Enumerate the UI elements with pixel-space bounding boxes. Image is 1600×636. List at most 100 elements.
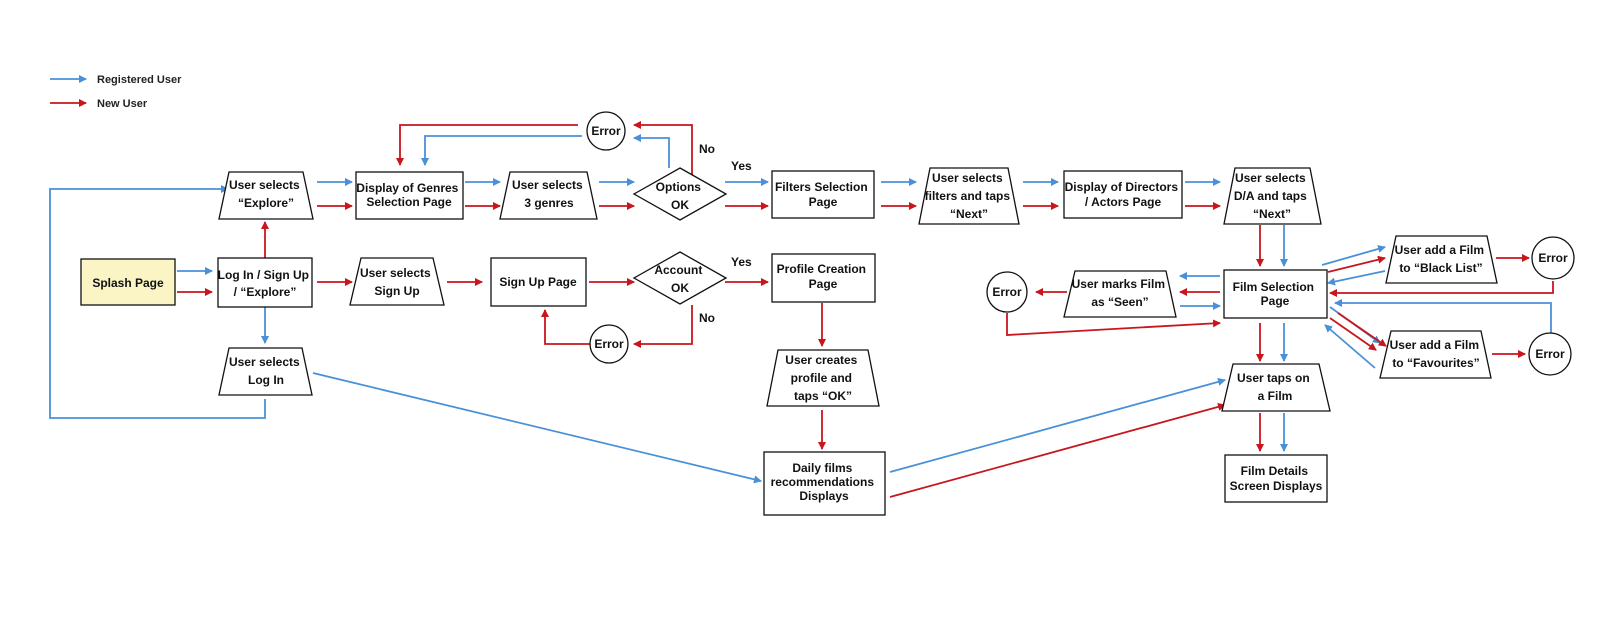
node-user-taps-film[interactable]: User taps on a Film xyxy=(1221,363,1331,412)
svg-text:Display of Genres Sele: Display of Genres Selection Page xyxy=(356,181,461,209)
edge-daily-tapsfilm-registered xyxy=(889,377,1226,473)
node-text: Error xyxy=(992,285,1022,299)
edge-daily-tapsfilm-new xyxy=(889,402,1226,498)
node-text: Sign Up Page xyxy=(499,275,577,289)
node-text: User add a Film xyxy=(1395,243,1484,257)
legend: Registered User New User xyxy=(50,74,182,110)
edge-label-options-yes: Yes xyxy=(731,159,752,173)
node-text: D/A and taps xyxy=(1234,189,1307,203)
node-error-seen[interactable]: Error xyxy=(986,271,1028,313)
node-text: Error xyxy=(591,124,621,138)
nodes: Splash Page Log In / Sign Up / “Explore”… xyxy=(80,111,1575,516)
node-user-marks-seen[interactable]: User marks Film as “Seen” xyxy=(1063,270,1177,318)
edge-label-account-no: No xyxy=(699,311,715,325)
node-user-add-blacklist[interactable]: User add a Film to “Black List” xyxy=(1385,235,1498,284)
edge-account-error xyxy=(633,305,693,348)
node-text: Profile Creation xyxy=(777,262,866,276)
node-daily-films-recommendations[interactable]: Daily films recommendations Displays xyxy=(763,451,886,516)
node-text: Screen Displays xyxy=(1230,479,1323,493)
node-text: Display of Genres xyxy=(356,181,458,195)
node-text: User creates xyxy=(785,353,857,367)
svg-text:User selects Sign Up: User selects Sign Up xyxy=(360,266,434,298)
node-user-selects-signup[interactable]: User selects Sign Up xyxy=(349,257,445,306)
node-text: Page xyxy=(809,195,838,209)
node-error-favourites[interactable]: Error xyxy=(1528,332,1572,376)
svg-text:Error: Error xyxy=(1535,347,1565,361)
node-text: Daily films xyxy=(792,461,852,475)
node-text: Splash Page xyxy=(92,276,164,290)
node-text: Film Selection xyxy=(1233,280,1314,294)
edge-error-genres-registered xyxy=(421,135,582,166)
node-text: Selection Page xyxy=(366,195,452,209)
svg-text:Film Selection Page: Film Selection Page xyxy=(1233,280,1318,308)
edge-error-signuppage xyxy=(541,309,590,345)
node-filters-selection-page[interactable]: Filters Selection Page xyxy=(771,170,875,219)
svg-text:Display of Directors /: Display of Directors / Actors Page xyxy=(1065,180,1182,209)
node-error-account[interactable]: Error xyxy=(589,324,629,364)
svg-text:User taps on a Film: User taps on a Film xyxy=(1237,371,1313,403)
svg-text:Options OK: Options OK xyxy=(656,180,705,212)
svg-text:Error: Error xyxy=(992,285,1022,299)
node-login-signup[interactable]: Log In / Sign Up / “Explore” xyxy=(217,257,313,308)
node-user-selects-login[interactable]: User selects Log In xyxy=(218,347,313,396)
node-text: Page xyxy=(809,277,838,291)
node-text: to “Favourites” xyxy=(1392,356,1479,370)
node-text: as “Seen” xyxy=(1091,295,1148,309)
node-signup-page[interactable]: Sign Up Page xyxy=(490,257,587,307)
svg-text:User creates profile a: User creates profile and taps “OK” xyxy=(785,353,860,403)
node-text: User selects xyxy=(229,355,300,369)
node-text: / Actors Page xyxy=(1085,195,1162,209)
node-text: “Next” xyxy=(1253,207,1291,221)
node-user-selects-filters[interactable]: User selects filters and taps “Next” xyxy=(918,167,1020,225)
node-genres-selection-page[interactable]: Display of Genres Selection Page xyxy=(355,171,464,220)
node-text: User selects xyxy=(229,178,300,192)
svg-text:Splash Page: Splash Page xyxy=(92,276,164,290)
node-user-creates-profile[interactable]: User creates profile and taps “OK” xyxy=(766,349,880,407)
svg-text:User selects 3 genres: User selects 3 genres xyxy=(512,178,586,210)
svg-text:Daily films recommenda: Daily films recommendations Displays xyxy=(771,461,878,503)
edge-selectslogin-daily xyxy=(312,372,762,484)
node-text: User selects xyxy=(932,171,1003,185)
edge-blacklist-filmselection-registered xyxy=(1327,270,1386,286)
svg-text:Error: Error xyxy=(594,337,624,351)
legend-new-label: New User xyxy=(97,98,148,110)
edge-label-options-no: No xyxy=(699,142,715,156)
node-text: recommendations xyxy=(771,475,875,489)
node-text: Error xyxy=(1535,347,1565,361)
node-splash-page[interactable]: Splash Page xyxy=(80,258,176,306)
svg-text:User selects Log In: User selects Log In xyxy=(229,355,303,387)
node-text: User add a Film xyxy=(1390,338,1479,352)
svg-text:User marks Film as “Se: User marks Film as “Seen” xyxy=(1072,277,1169,309)
node-text: Account xyxy=(654,263,702,277)
svg-text:User add a Film to “Fa: User add a Film to “Favourites” xyxy=(1390,338,1483,370)
svg-text:Profile Creation Page: Profile Creation Page xyxy=(777,262,870,291)
node-profile-creation-page[interactable]: Profile Creation Page xyxy=(771,253,876,303)
svg-text:Film Details Screen Di: Film Details Screen Displays xyxy=(1230,464,1323,493)
node-error-blacklist[interactable]: Error xyxy=(1531,236,1575,280)
node-film-details-screen[interactable]: Film Details Screen Displays xyxy=(1224,454,1328,503)
svg-text:Sign Up Page: Sign Up Page xyxy=(499,275,577,289)
node-options-ok-decision[interactable]: Options OK xyxy=(632,167,728,221)
node-user-selects-da[interactable]: User selects D/A and taps “Next” xyxy=(1223,167,1322,225)
node-text: User selects xyxy=(1235,171,1306,185)
node-text: User taps on xyxy=(1237,371,1310,385)
node-error-options[interactable]: Error xyxy=(586,111,626,151)
node-directors-actors-page[interactable]: Display of Directors / Actors Page xyxy=(1063,170,1183,219)
node-user-add-favourites[interactable]: User add a Film to “Favourites” xyxy=(1379,330,1492,379)
edge-login-loop-explore xyxy=(49,185,266,419)
node-user-selects-3-genres[interactable]: User selects 3 genres xyxy=(499,171,598,220)
node-film-selection-page[interactable]: Film Selection Page xyxy=(1223,269,1328,319)
edge-errorfavourites-filmselection xyxy=(1334,299,1552,334)
node-text: taps “OK” xyxy=(794,389,852,403)
edge-error-genres-new xyxy=(396,124,578,166)
node-text: profile and xyxy=(791,371,852,385)
node-text: “Explore” xyxy=(238,196,294,210)
edges xyxy=(49,121,1554,498)
edge-errorseen-filmselection xyxy=(1006,313,1221,336)
node-text: 3 genres xyxy=(524,196,574,210)
node-text: OK xyxy=(671,281,689,295)
node-account-ok-decision[interactable]: Account OK xyxy=(632,251,728,305)
node-text: “Next” xyxy=(950,207,988,221)
node-user-selects-explore[interactable]: User selects “Explore” xyxy=(218,171,314,220)
svg-text:User selects “Explore”: User selects “Explore” xyxy=(229,178,303,210)
